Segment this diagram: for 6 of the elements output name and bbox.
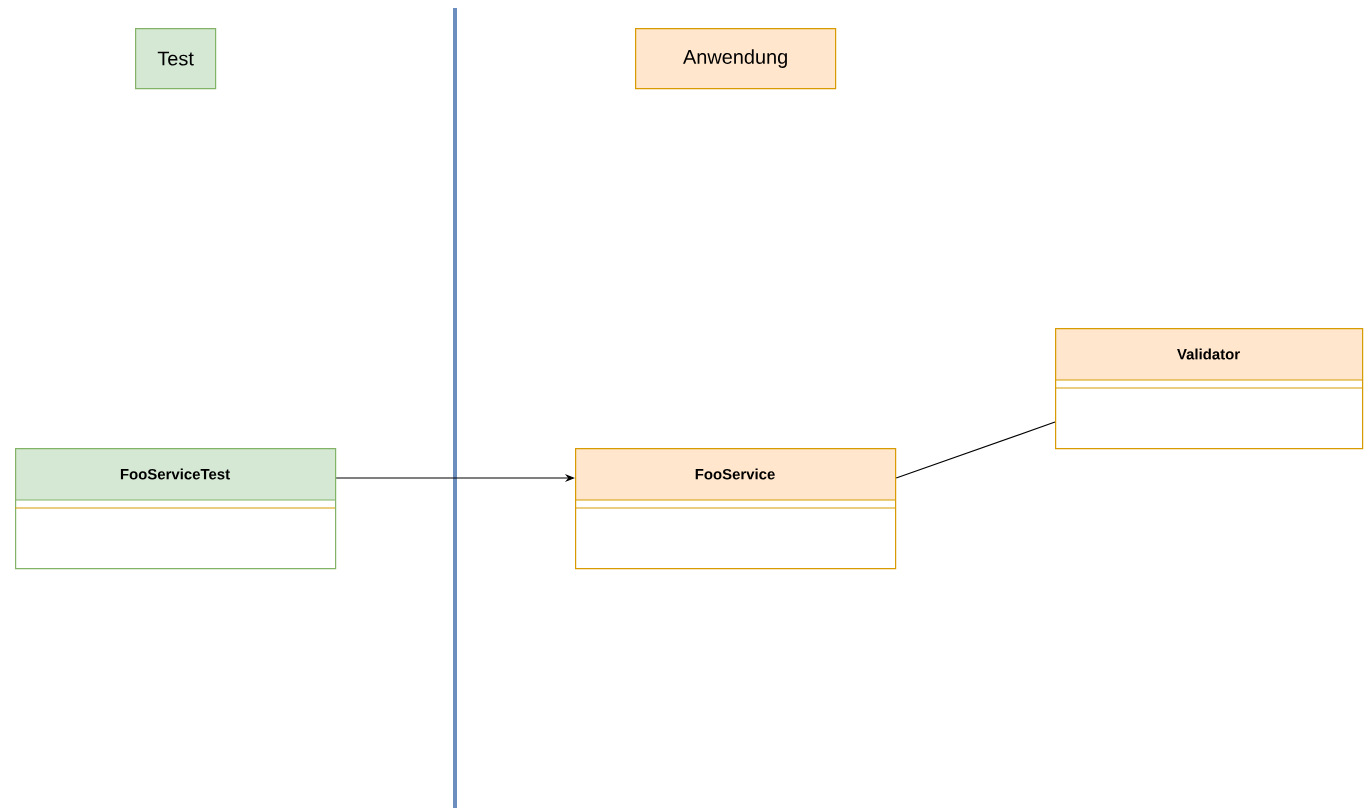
title-box: Anwendung (635, 28, 837, 90)
connector (895, 421, 1056, 479)
class-box: FooService (574, 448, 897, 570)
class-box: Validator (1054, 328, 1364, 450)
class-box: FooServiceTest (14, 448, 337, 570)
title-box: Test (135, 28, 217, 90)
